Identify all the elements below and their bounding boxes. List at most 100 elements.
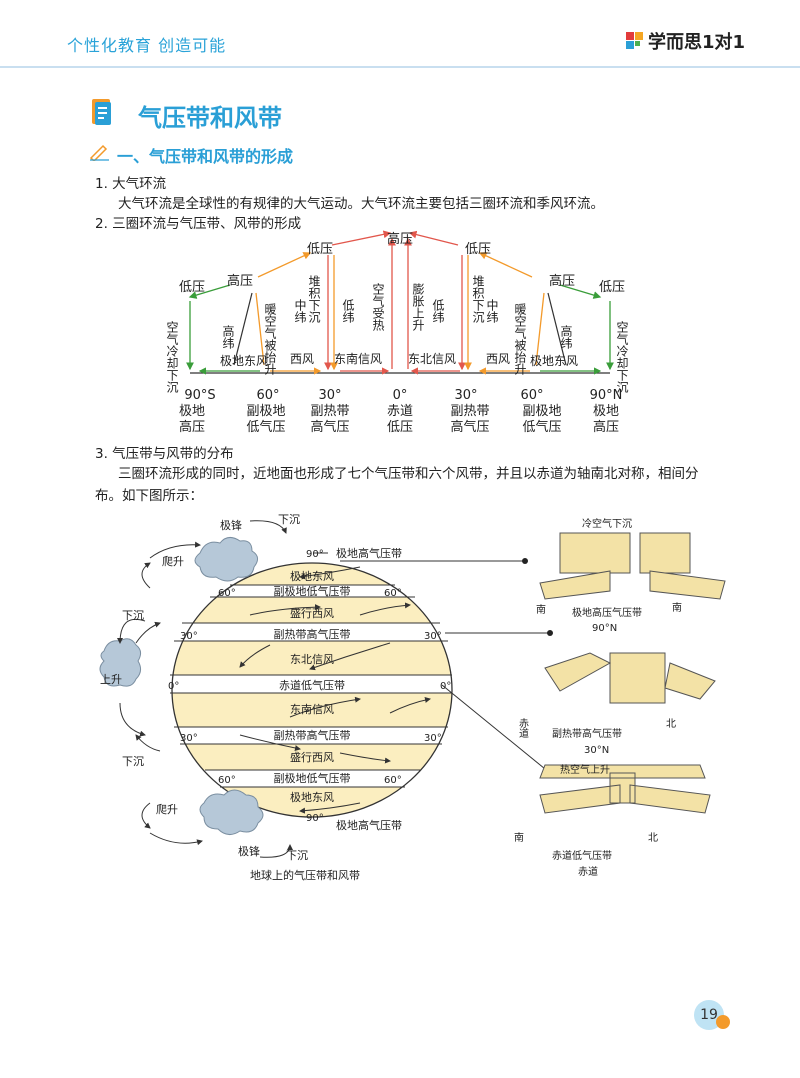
d1-cold-air-right: 空气冷却下沉 [615, 321, 629, 394]
d1-mid-lat-left: 中纬 [293, 298, 307, 323]
p1-south: 南 [536, 603, 546, 616]
d1-high-lat-right: 高纬 [559, 324, 573, 349]
d1-belt-2a: 副热带 [310, 404, 349, 419]
d2-sink-bottom: 下沉 [286, 849, 308, 862]
p3-top: 热空气上升 [560, 763, 610, 776]
d1-low-far-left: 低压 [179, 280, 205, 295]
d1-top-high: 高压 [387, 231, 413, 247]
d1-high-left: 高压 [227, 273, 253, 289]
d2-band-9: 副极地低气压带 [274, 771, 351, 785]
d1-cold-air-left: 空气冷却下沉 [165, 321, 179, 394]
item1-title: 1. 大气环流 [95, 176, 167, 192]
section-heading: 一、气压带和风带的形成 [117, 147, 294, 166]
d2-deg30-tl: 30° [180, 631, 198, 642]
logo-text: 学而思1对1 [648, 32, 746, 53]
d1-lat-4: 30° [454, 388, 477, 403]
d2-band-7: 副热带高气压带 [274, 728, 351, 742]
d1-warm-air-left: 暖空气被抬升 [263, 303, 277, 375]
d1-wind-polar-left: 极地东风 [220, 354, 268, 368]
d1-air-heated: 空气受热 [371, 283, 385, 332]
d1-high-right: 高压 [549, 273, 575, 289]
three-cell-circulation-diagram: 高压 低压 低压 高压 高压 低压 低压 90°S 60° 30° 0° 30°… [160, 225, 640, 440]
brand-logo: 学而思1对1 [626, 28, 745, 54]
d2-band-5: 赤道低气压带 [279, 678, 345, 692]
page-number: 19 [700, 1007, 718, 1023]
d2-band-2: 盛行西风 [290, 606, 334, 620]
d2-deg60-bl: 60° [218, 775, 236, 786]
d1-belt-1b: 低气压 [246, 419, 285, 435]
d1-belt-1a: 副极地 [246, 404, 285, 419]
cloud-bottom-icon [199, 789, 264, 835]
d2-band-6: 东南信风 [290, 703, 334, 716]
d1-lat-3: 0° [393, 388, 408, 403]
d1-belt-5b: 低气压 [522, 419, 561, 435]
item3-body-line1: 三圈环流形成的同时，近地面也形成了七个气压带和六个风带，并且以赤道为轴南北对称，… [118, 466, 699, 482]
d2-sink-top: 下沉 [278, 513, 300, 526]
d1-pile-down-right: 堆积下沉 [471, 275, 485, 324]
d2-deg30-br: 30° [424, 733, 442, 744]
d1-belt-4b: 高气压 [450, 419, 489, 435]
d2-deg0-r: 0° [440, 681, 451, 692]
p2-side: 赤道 [517, 718, 529, 738]
p1-top: 冷空气下沉 [582, 517, 632, 530]
d1-lat-0: 90°S [184, 388, 215, 403]
d1-low-right: 低压 [465, 242, 491, 257]
d2-band-3: 副热带高气压带 [274, 627, 351, 641]
d1-high-lat-left: 高纬 [221, 324, 235, 349]
page-title: 气压带和风带 [138, 104, 282, 132]
d1-belt-0b: 高压 [179, 419, 205, 435]
d1-expand-up: 膨胀上升 [411, 283, 425, 331]
d2-polar-front-bottom: 极锋 [238, 844, 260, 858]
d1-low-left: 低压 [307, 242, 333, 257]
d1-wind-polar-right: 极地东风 [530, 354, 578, 368]
slogan: 个性化教育 创造可能 [67, 36, 227, 55]
d1-mid-lat-right: 中纬 [485, 298, 499, 323]
p3-south: 南 [514, 831, 524, 844]
logo-mark-icon [626, 32, 644, 50]
d1-belt-2b: 高气压 [310, 419, 349, 435]
d2-polar-high-top: 极地高气压带 [336, 546, 402, 560]
pencil-icon [88, 143, 110, 163]
d1-vertical-labels: 空气冷却下沉 高纬 暖空气被抬升 中纬 堆积下沉 低纬 空气受热 膨胀上升 低纬… [165, 275, 629, 394]
global-pressure-wind-belts-diagram: 极地东风 副极地低气压带 盛行西风 副热带高气压带 东北信风 赤道低气压带 东南… [90, 503, 730, 898]
d2-band-8: 盛行西风 [290, 750, 334, 764]
d1-pile-down-left: 堆积下沉 [307, 275, 321, 324]
d1-low-lat-left: 低纬 [341, 299, 355, 323]
d2-sink2: 下沉 [122, 755, 144, 768]
d2-rise: 上升 [100, 673, 122, 686]
d2-polar-front-top: 极锋 [220, 518, 242, 532]
d1-wind-west-left: 西风 [290, 352, 314, 366]
p3-caption1: 赤道低气压带 [552, 849, 612, 862]
d1-belt-6a: 极地 [593, 404, 619, 419]
d2-band-10: 极地东风 [290, 790, 334, 804]
d1-lat-2: 30° [318, 388, 341, 403]
d1-wind-se: 东南信风 [334, 351, 382, 366]
item2-title: 2. 三圈环流与气压带、风带的形成 [95, 216, 302, 232]
d2-deg30-bl: 30° [180, 733, 198, 744]
d1-lat-1: 60° [256, 388, 279, 403]
item3-body-line2: 布。如下图所示： [95, 488, 203, 504]
d2-deg90-bottom: 90° [306, 813, 324, 824]
p3-north: 北 [648, 832, 658, 844]
cloud-middle-icon [99, 638, 142, 687]
p1-caption: 极地高压气压带 [572, 606, 642, 619]
d2-deg60-tr: 60° [384, 588, 402, 599]
d2-deg90-top: 90° [306, 549, 324, 560]
d1-wind-ne: 东北信风 [408, 352, 456, 366]
d1-belt-3a: 赤道 [387, 404, 413, 419]
d2-band-4: 东北信风 [290, 653, 334, 666]
d1-belt-3b: 低压 [387, 420, 413, 435]
item1-body: 大气环流是全球性的有规律的大气运动。大气环流主要包括三圈环流和季风环流。 [118, 196, 604, 212]
page-header: 个性化教育 创造可能 学而思1对1 [0, 0, 800, 70]
d2-climb-top: 爬升 [162, 555, 184, 568]
d2-deg0-l: 0° [168, 681, 179, 692]
d2-deg30-tr: 30° [424, 631, 442, 642]
p3-caption2: 赤道 [578, 865, 598, 878]
p2-lat: 30°N [584, 745, 609, 756]
d1-wind-west-right: 西风 [486, 352, 510, 366]
d2-band-0: 极地东风 [290, 569, 334, 583]
d2-band-1: 副极地低气压带 [274, 584, 351, 598]
item3-title: 3. 气压带与风带的分布 [95, 446, 234, 462]
d1-belt-0a: 极地 [179, 404, 205, 419]
p1-north: 南 [672, 601, 682, 614]
